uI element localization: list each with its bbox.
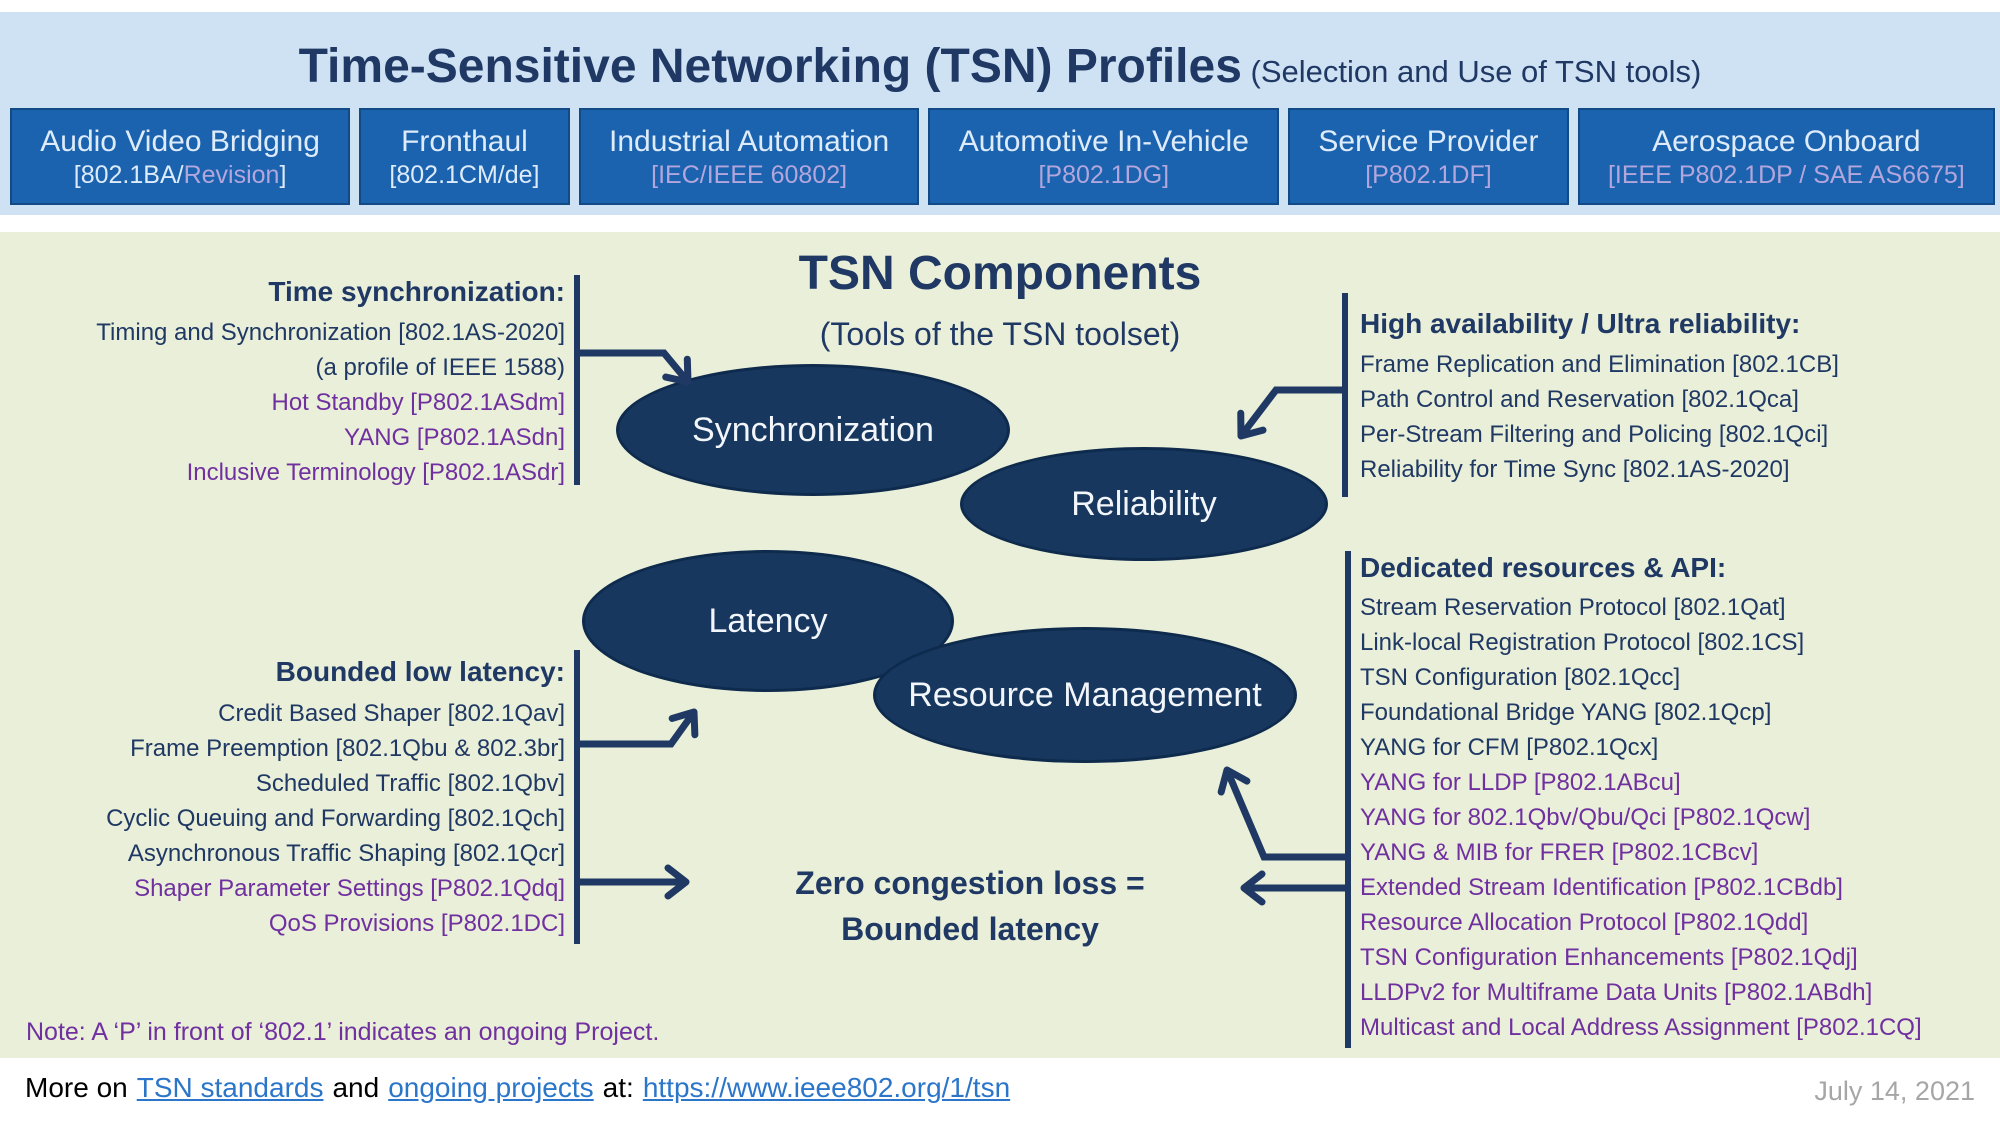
- dedicated-resources-heading: Dedicated resources & API:: [1360, 552, 1727, 583]
- profile-standard: [IEEE P802.1DP / SAE AS6675]: [1608, 160, 1965, 190]
- list-item: QoS Provisions [P802.1DC]: [268, 910, 565, 937]
- list-item: Asynchronous Traffic Shaping [802.1Qcr]: [127, 840, 565, 867]
- high-availability-heading: High availability / Ultra reliability:: [1360, 308, 1801, 339]
- list-item: Path Control and Reservation [802.1Qca]: [1360, 386, 1799, 413]
- profile-standard-post: ]: [279, 160, 287, 189]
- slide-date: July 14, 2021: [1814, 1076, 1975, 1106]
- list-item: (a profile of IEEE 1588): [315, 354, 565, 381]
- profile-box: Audio Video Bridging [802.1BA/Revision]: [10, 108, 351, 205]
- list-item: YANG [P802.1ASdn]: [343, 424, 565, 451]
- profile-box: Automotive In-Vehicle [P802.1DG]: [928, 108, 1280, 205]
- profile-box: Service Provider [P802.1DF]: [1288, 108, 1569, 205]
- ongoing-projects-link[interactable]: ongoing projects: [388, 1072, 594, 1103]
- bounded-low-latency-heading: Bounded low latency:: [275, 656, 565, 687]
- profile-standard-project: [IEC/IEEE 60802]: [651, 160, 848, 189]
- bounded-low-latency-list: Credit Based Shaper [802.1Qav] Frame Pree…: [106, 696, 565, 941]
- profile-standard: [802.1CM/de]: [389, 160, 539, 190]
- list-item: Frame Preemption [802.1Qbu & 802.3br]: [130, 735, 565, 762]
- list-item: YANG & MIB for FRER [P802.1CBcv]: [1360, 839, 1759, 866]
- list-item: Inclusive Terminology [P802.1ASdr]: [186, 459, 565, 486]
- zero-congestion-line2: Bounded latency: [841, 911, 1099, 947]
- tsn-standards-link[interactable]: TSN standards: [136, 1072, 324, 1103]
- profile-standard-project: [IEEE P802.1DP / SAE AS6675]: [1607, 160, 1965, 189]
- profile-name: Automotive In-Vehicle: [958, 124, 1249, 158]
- footer-suffix: at:: [602, 1072, 634, 1103]
- profile-standard: [802.1BA/Revision]: [74, 160, 287, 190]
- list-item: TSN Configuration [802.1Qcc]: [1360, 664, 1681, 691]
- list-item: Reliability for Time Sync [802.1AS-2020]: [1360, 456, 1790, 483]
- components-heading: TSN Components: [798, 247, 1202, 300]
- list-item: Hot Standby [P802.1ASdm]: [271, 389, 565, 416]
- dedicated-resources-list: Stream Reservation Protocol [802.1Qat] Li…: [1360, 590, 1922, 1045]
- zero-congestion-line1: Zero congestion loss =: [795, 865, 1145, 901]
- list-item: YANG for CFM [P802.1Qcx]: [1360, 734, 1659, 761]
- profile-standard-pre: [802.1CM/de]: [389, 160, 540, 189]
- reliability-ellipse: Reliability: [960, 447, 1328, 561]
- profile-standard-project: [P802.1DG]: [1038, 160, 1170, 189]
- slide-title: Time-Sensitive Networking (TSN) Profiles…: [0, 38, 2000, 107]
- footer-links-line: More on TSN standards and ongoing projects a…: [25, 1072, 1010, 1104]
- profile-name: Fronthaul: [401, 124, 528, 158]
- profile-standard-project: [P802.1DF]: [1365, 160, 1492, 189]
- list-item: YANG for 802.1Qbv/Qbu/Qci [P802.1Qcw]: [1360, 804, 1811, 831]
- list-item: Timing and Synchronization [802.1AS-2020…: [96, 319, 565, 346]
- list-item: Stream Reservation Protocol [802.1Qat]: [1360, 594, 1786, 621]
- list-item: Extended Stream Identification [P802.1CB…: [1360, 874, 1843, 901]
- profile-name: Audio Video Bridging: [40, 124, 320, 158]
- ieee802-url-link[interactable]: https://www.ieee802.org/1/tsn: [642, 1072, 1011, 1103]
- components-subheading: (Tools of the TSN toolset): [819, 316, 1181, 352]
- list-item: Scheduled Traffic [802.1Qbv]: [255, 770, 565, 797]
- list-item: LLDPv2 for Multiframe Data Units [P802.1…: [1360, 979, 1873, 1006]
- list-item: Shaper Parameter Settings [P802.1Qdq]: [134, 875, 565, 902]
- profile-name: Aerospace Onboard: [1652, 124, 1921, 158]
- list-item: Per-Stream Filtering and Policing [802.1…: [1360, 421, 1829, 448]
- list-item: Credit Based Shaper [802.1Qav]: [218, 700, 565, 727]
- profile-boxes-row: Audio Video Bridging [802.1BA/Revision] …: [10, 108, 1995, 205]
- project-note: Note: A ‘P’ in front of ‘802.1’ indicate…: [26, 1018, 660, 1046]
- list-item: Link-local Registration Protocol [802.1C…: [1360, 629, 1805, 656]
- list-item: TSN Configuration Enhancements [P802.1Qd…: [1360, 944, 1858, 971]
- profile-box: Industrial Automation [IEC/IEEE 60802]: [578, 108, 920, 205]
- profile-standard: [P802.1DF]: [1365, 160, 1491, 190]
- profile-name: Service Provider: [1318, 124, 1539, 158]
- footer-middle: and: [332, 1072, 380, 1103]
- footer-prefix: More on: [25, 1072, 128, 1103]
- list-item: Foundational Bridge YANG [802.1Qcp]: [1360, 699, 1772, 726]
- profile-box: Fronthaul [802.1CM/de]: [359, 108, 570, 205]
- slide-title-main: Time-Sensitive Networking (TSN) Profiles: [298, 40, 1242, 93]
- title-banner: Time-Sensitive Networking (TSN) Profiles…: [0, 12, 2000, 215]
- profile-box: Aerospace Onboard [IEEE P802.1DP / SAE A…: [1577, 108, 1995, 205]
- resource-management-ellipse: Resource Management: [873, 627, 1297, 763]
- list-item: Frame Replication and Elimination [802.1…: [1360, 351, 1839, 378]
- list-item: YANG for LLDP [P802.1ABcu]: [1360, 769, 1681, 796]
- high-availability-list: Frame Replication and Elimination [802.1…: [1360, 347, 1839, 487]
- list-item: Cyclic Queuing and Forwarding [802.1Qch]: [106, 805, 565, 832]
- profile-standard: [P802.1DG]: [1038, 160, 1169, 190]
- profile-standard-project: Revision: [183, 160, 280, 189]
- synchronization-ellipse: Synchronization: [616, 364, 1010, 496]
- time-sync-heading: Time synchronization:: [268, 276, 565, 307]
- slide-title-suffix: (Selection and Use of TSN tools): [1241, 54, 1702, 89]
- zero-congestion-claim: Zero congestion loss = Bounded latency: [770, 860, 1170, 952]
- list-item: Multicast and Local Address Assignment […: [1360, 1014, 1922, 1041]
- profile-standard-pre: [802.1BA/: [73, 160, 184, 189]
- time-sync-list: Timing and Synchronization [802.1AS-2020…: [96, 315, 565, 490]
- profile-standard: [IEC/IEEE 60802]: [651, 160, 847, 190]
- list-item: Resource Allocation Protocol [P802.1Qdd]: [1360, 909, 1809, 936]
- profile-name: Industrial Automation: [609, 124, 890, 158]
